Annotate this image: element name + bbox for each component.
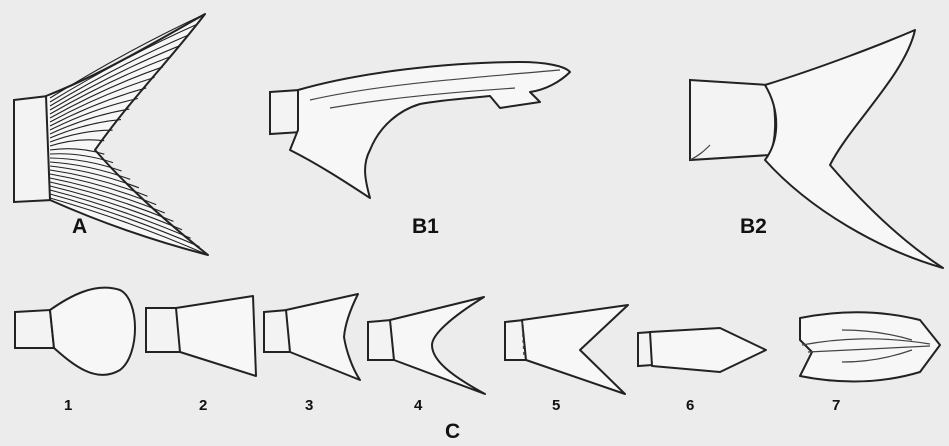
tail-type-2-number: 2: [199, 397, 207, 414]
panel-b2-label: B2: [740, 215, 767, 239]
panel-a-label: A: [72, 215, 87, 239]
tail-type-5-number: 5: [552, 397, 560, 414]
tail-type-4-number: 4: [414, 397, 422, 414]
tail-type-7-number: 7: [832, 397, 840, 414]
panel-c-label: C: [445, 420, 460, 444]
tail-type-1-number: 1: [64, 397, 72, 414]
panel-b1-label: B1: [412, 215, 439, 239]
tail-type-6-number: 6: [686, 397, 694, 414]
tail-type-3-number: 3: [305, 397, 313, 414]
tail-type-7-illustration: [800, 312, 940, 381]
